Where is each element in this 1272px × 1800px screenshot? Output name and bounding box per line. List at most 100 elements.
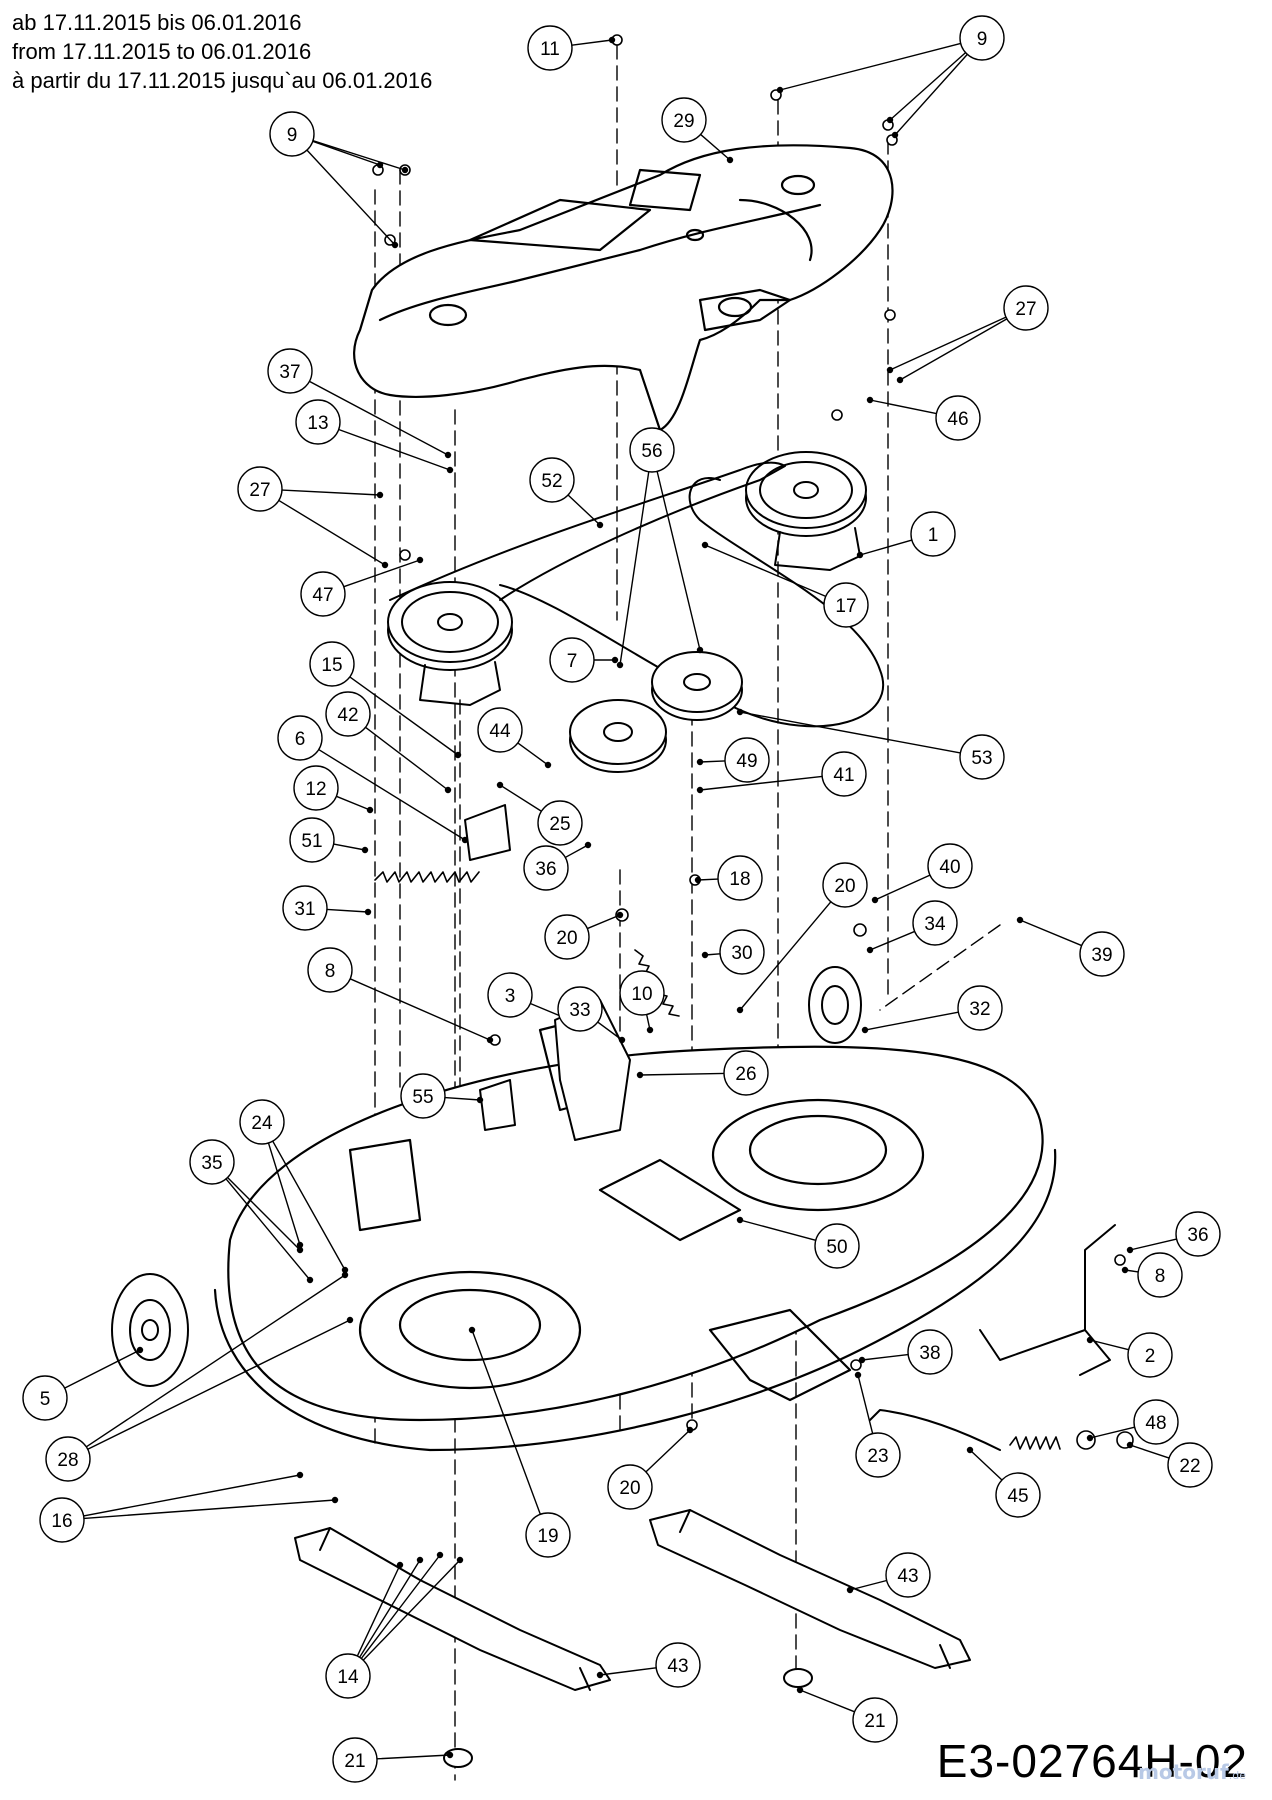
callout-balloon <box>1133 1399 1179 1445</box>
bracket-6 <box>464 804 511 861</box>
callout-leader <box>85 1274 346 1448</box>
callout-number: 26 <box>735 1064 756 1085</box>
callout-number: 37 <box>279 362 300 383</box>
callout-arrowhead <box>891 131 899 139</box>
callout-leader <box>360 1554 441 1660</box>
callout-balloon <box>189 1139 235 1185</box>
callout-leader <box>699 760 726 763</box>
callout-leader <box>312 139 406 171</box>
callout-balloon <box>619 970 665 1016</box>
callout-number: 30 <box>731 943 752 964</box>
callout-arrowhead <box>341 1266 349 1274</box>
callout-31: 31 <box>282 885 372 931</box>
callout-number: 3 <box>505 986 516 1007</box>
callout-50: 50 <box>736 1216 860 1269</box>
gauge-wheel-right <box>808 966 862 1044</box>
callout-number: 29 <box>673 111 694 132</box>
callout-number: 10 <box>631 984 652 1005</box>
callout-21: 21 <box>332 1737 454 1783</box>
callout-25: 25 <box>496 781 583 846</box>
callout-leader <box>337 428 451 471</box>
callout-arrowhead <box>866 946 874 954</box>
callout-balloon <box>1167 1442 1213 1488</box>
callout-leader <box>281 489 381 496</box>
callout-arrowhead <box>856 551 864 559</box>
callout-arrowhead <box>696 758 704 766</box>
callout-51: 51 <box>289 817 369 863</box>
callout-43: 43 <box>596 1642 701 1688</box>
callout-16: 16 <box>39 1471 339 1543</box>
callout-number: 1 <box>928 525 939 546</box>
callout-leader <box>619 471 650 666</box>
mower-blade-right <box>649 1509 971 1669</box>
callout-leader <box>471 1329 542 1516</box>
part-callouts: 1235678899101112131415161718192020202121… <box>22 15 1221 1783</box>
callout-balloon <box>927 843 973 889</box>
callout-arrowhead <box>1126 1441 1134 1449</box>
callout-number: 5 <box>40 1389 51 1410</box>
callout-arrowhead <box>444 786 452 794</box>
callout-leader <box>779 42 962 91</box>
callout-arrowhead <box>476 1096 484 1104</box>
callout-leader <box>356 1564 401 1657</box>
callout-balloon <box>325 691 371 737</box>
callout-balloon <box>724 737 770 783</box>
callout-arrowhead <box>736 708 744 716</box>
callout-balloon <box>910 511 956 557</box>
callout-balloon <box>537 800 583 846</box>
callout-balloon <box>529 457 575 503</box>
bracket-55 <box>479 1079 516 1131</box>
callout-arrowhead <box>636 1071 644 1079</box>
callout-11: 11 <box>527 25 616 71</box>
callout-arrowhead <box>296 1241 304 1249</box>
callout-32: 32 <box>861 985 1003 1034</box>
callout-39: 39 <box>1016 916 1125 977</box>
spindle-pulley-right <box>745 451 867 571</box>
callout-balloon <box>239 1099 285 1145</box>
callout-balloon <box>269 111 315 157</box>
callout-15: 15 <box>309 641 462 759</box>
callout-leader <box>272 1140 346 1271</box>
callout-37: 37 <box>267 348 452 459</box>
callout-balloon <box>655 1642 701 1688</box>
callout-balloon <box>557 986 603 1032</box>
callout-balloon <box>477 707 523 753</box>
callout-49: 49 <box>696 737 770 783</box>
callout-number: 23 <box>867 1446 888 1467</box>
callout-arrowhead <box>611 656 619 664</box>
callout-number: 2 <box>1145 1346 1156 1367</box>
callout-balloon <box>935 395 981 441</box>
callout-arrowhead <box>341 1271 349 1279</box>
callout-10: 10 <box>619 970 665 1034</box>
callout-arrowhead <box>436 1551 444 1559</box>
callout-arrowhead <box>296 1471 304 1479</box>
callout-20: 20 <box>736 862 868 1014</box>
callout-8: 8 <box>1121 1252 1183 1298</box>
callout-leader <box>861 1353 909 1361</box>
callout-number: 27 <box>1015 299 1036 320</box>
mower-deck-housing <box>213 1013 1057 1452</box>
callout-balloon <box>1127 1332 1173 1378</box>
callout-balloon <box>39 1497 85 1543</box>
callout-47: 47 <box>300 556 424 617</box>
callout-leader <box>564 844 589 859</box>
callout-23: 23 <box>854 1371 901 1478</box>
callout-number: 47 <box>312 585 333 606</box>
callout-leader <box>571 39 613 46</box>
callout-arrowhead <box>966 1446 974 1454</box>
callout-balloon <box>523 845 569 891</box>
callout-balloon <box>325 1653 371 1699</box>
callout-number: 21 <box>344 1751 365 1772</box>
callout-number: 51 <box>301 831 322 852</box>
callout-number: 40 <box>939 857 960 878</box>
callout-leader <box>645 1429 691 1473</box>
callout-balloon <box>912 900 958 946</box>
callout-number: 28 <box>57 1450 78 1471</box>
callout-balloon <box>1137 1252 1183 1298</box>
callout-balloon <box>22 1375 68 1421</box>
callout-20: 20 <box>544 911 624 960</box>
callout-balloon <box>629 427 675 473</box>
callout-number: 7 <box>567 651 578 672</box>
callout-balloon <box>1003 285 1049 331</box>
